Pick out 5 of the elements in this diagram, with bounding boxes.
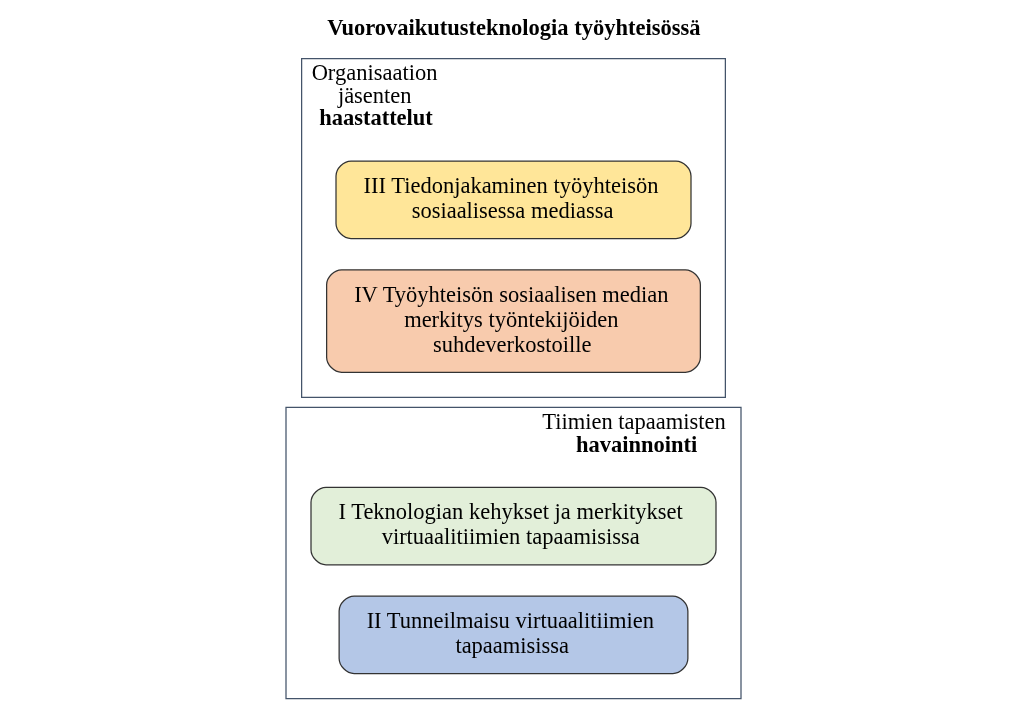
node-box: I Teknologian kehykset ja merkitykset virtuaalitiimien tapaamisissa xyxy=(309,486,717,566)
node-box: III Tiedonjakaminen työyhteisön sosiaalisessa mediassa xyxy=(334,160,692,240)
diagram-title: Vuorovaikutusteknologia työyhteisössä xyxy=(326,15,700,41)
node-box: II Tunneilmaisu virtuaalitiimien tapaamisissa xyxy=(338,595,688,675)
node-box: IV Työyhteisön sosiaalisen median merkitys työntekijöiden suhdeverkostoille xyxy=(325,269,701,373)
